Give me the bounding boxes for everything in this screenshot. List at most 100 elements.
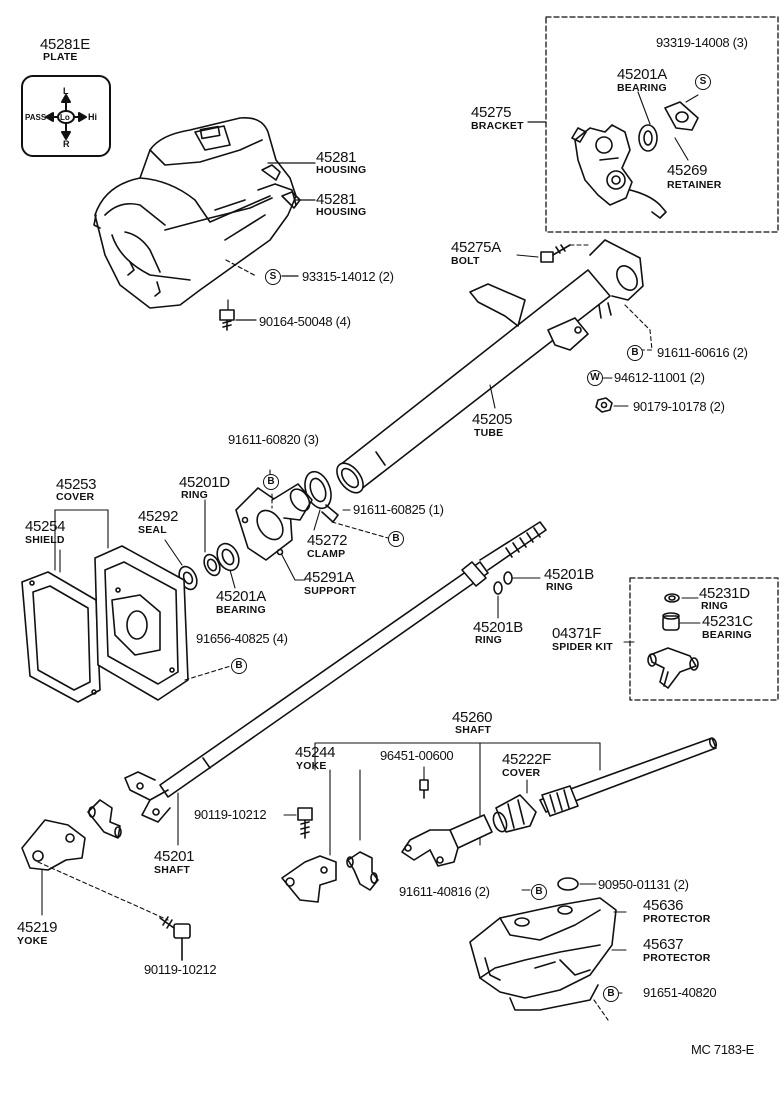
badge-b: B	[603, 986, 619, 1002]
fitting-icon	[419, 779, 429, 799]
part-name-yoke-45219: YOKE	[17, 935, 48, 947]
housing-leaders	[225, 162, 316, 321]
part-name-shaft-45260: SHAFT	[455, 724, 491, 736]
part-number-45201: 45201	[154, 848, 195, 865]
plug-icon	[557, 877, 579, 891]
bearing-leader	[637, 91, 651, 125]
tube-dash	[624, 304, 653, 351]
ref-91611-60820: 91611-60820 (3)	[228, 432, 319, 447]
ref-93315: 93315-14012 (2)	[302, 269, 394, 284]
housing-assembly	[93, 116, 301, 309]
part-name-cover: COVER	[56, 491, 95, 503]
plate-label-top: L	[63, 86, 69, 96]
part-number-45260: 45260	[452, 709, 493, 726]
part-number-45272: 45272	[307, 532, 348, 549]
part-number-45222F: 45222F	[502, 751, 552, 768]
part-name-cover-45222F: COVER	[502, 767, 541, 779]
spider-icon	[346, 851, 379, 891]
support-icon	[235, 483, 313, 561]
ref-91611-60616: 91611-60616 (2)	[657, 345, 748, 360]
diagram-code: MC 7183-E	[691, 1042, 755, 1057]
part-number-45231D: 45231D	[699, 585, 750, 602]
badge-b: B	[388, 531, 404, 547]
badge-s: S	[265, 269, 281, 285]
intermediate-shaft-part	[401, 814, 493, 867]
cover-dash	[184, 664, 235, 681]
part-number-45201A-mid: 45201A	[216, 588, 266, 605]
part-name-retainer: RETAINER	[667, 179, 722, 191]
bolt-icon	[297, 807, 313, 839]
part-name-seal: SEAL	[138, 524, 167, 536]
part-name-bearing-top: BEARING	[617, 82, 667, 94]
plate-label-right: Hi	[88, 112, 97, 122]
ref-90179: 90179-10178 (2)	[633, 399, 725, 414]
part-number-45275A: 45275A	[451, 239, 501, 256]
part-number-45205: 45205	[472, 411, 513, 428]
part-number-45201B-left: 45201B	[473, 619, 523, 636]
spider-kit-box	[623, 577, 779, 701]
support-leader	[281, 554, 306, 581]
ref-90950: 90950-01131 (2)	[598, 877, 689, 892]
clamp-dash	[331, 521, 389, 539]
badge-w: W	[587, 370, 603, 386]
part-name-bearing-mid: BEARING	[216, 604, 266, 616]
main-shaft-part	[124, 521, 547, 846]
ref-91651: 91651-40820	[643, 985, 717, 1000]
part-name-bearing-45231C: BEARING	[702, 629, 752, 641]
badge-b: B	[263, 474, 279, 490]
part-number-45281E: 45281E	[40, 36, 90, 53]
part-number-45637: 45637	[643, 936, 684, 953]
ring-icon	[203, 553, 221, 577]
shaft-leaders	[314, 742, 601, 856]
retainer-leader	[674, 137, 689, 161]
spider-icon	[87, 799, 122, 839]
plate-label-bottom: R	[63, 139, 70, 149]
badge-b: B	[531, 884, 547, 900]
badge-b: B	[627, 345, 643, 361]
plate-label-center: Lo	[60, 113, 70, 122]
part-name-ring-45231D: RING	[701, 600, 729, 612]
ref-91611-40816: 91611-40816 (2)	[399, 884, 490, 899]
part-number-45275: 45275	[471, 104, 512, 121]
part-name-plate: PLATE	[43, 51, 78, 63]
yoke-dash	[37, 861, 169, 921]
plate-label-left: PASS	[25, 113, 47, 122]
bolt-icon	[540, 244, 571, 263]
part-number-45201B-right: 45201B	[544, 566, 594, 583]
ref-90119-top: 90119-10212	[194, 807, 267, 822]
protector-icon	[469, 897, 617, 1011]
part-number-45636: 45636	[643, 897, 684, 914]
bolt-leader	[516, 254, 539, 258]
badge-b: B	[231, 658, 247, 674]
part-number-04371F: 04371F	[552, 625, 602, 642]
part-name-support: SUPPORT	[304, 585, 357, 597]
boot-icon	[492, 794, 537, 833]
part-number-45231C: 45231C	[702, 613, 753, 630]
part-number-45254: 45254	[25, 518, 66, 535]
ring-icon	[493, 571, 513, 595]
part-name-shield: SHIELD	[25, 534, 65, 546]
badge-s: S	[695, 74, 711, 90]
part-number-45253: 45253	[56, 476, 97, 493]
part-number-45201A-top: 45201A	[617, 66, 667, 83]
bracket-part	[571, 124, 667, 219]
cover-icon	[94, 545, 189, 701]
part-number-45244: 45244	[295, 744, 336, 761]
part-number-45281-upper: 45281	[316, 149, 357, 166]
retainer-icon	[664, 94, 699, 131]
ref-91611-60825: 91611-60825 (1)	[353, 502, 444, 517]
part-name-ring-45201D: RING	[181, 489, 209, 501]
part-name-housing-lower: HOUSING	[316, 206, 367, 218]
part-name-housing-upper: HOUSING	[316, 164, 367, 176]
ref-90119-bottom: 90119-10212	[144, 962, 217, 977]
part-number-45292: 45292	[138, 508, 179, 525]
ref-94612: 94612-11001 (2)	[614, 370, 705, 385]
part-number-45269: 45269	[667, 162, 708, 179]
bracket-box	[527, 16, 779, 233]
part-name-protector-45637: PROTECTOR	[643, 952, 711, 964]
spider-kit-icon	[647, 593, 699, 689]
bearing-icon	[638, 124, 658, 152]
plate-frame	[21, 75, 111, 157]
